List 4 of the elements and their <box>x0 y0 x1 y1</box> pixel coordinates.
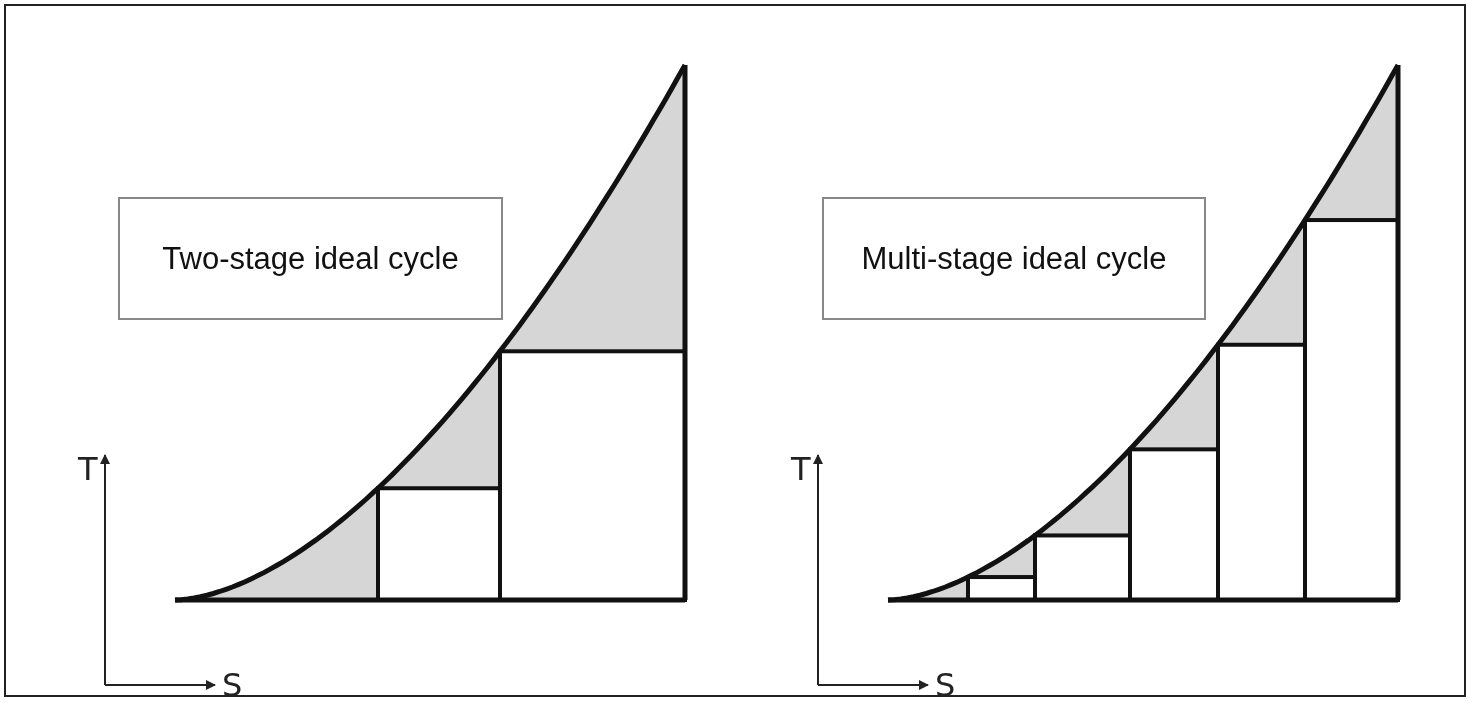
title-box: Two-stage ideal cycle <box>118 197 503 320</box>
axis-label: T <box>791 452 811 486</box>
axis-label: T <box>78 452 98 486</box>
title-box: Multi-stage ideal cycle <box>822 197 1206 320</box>
